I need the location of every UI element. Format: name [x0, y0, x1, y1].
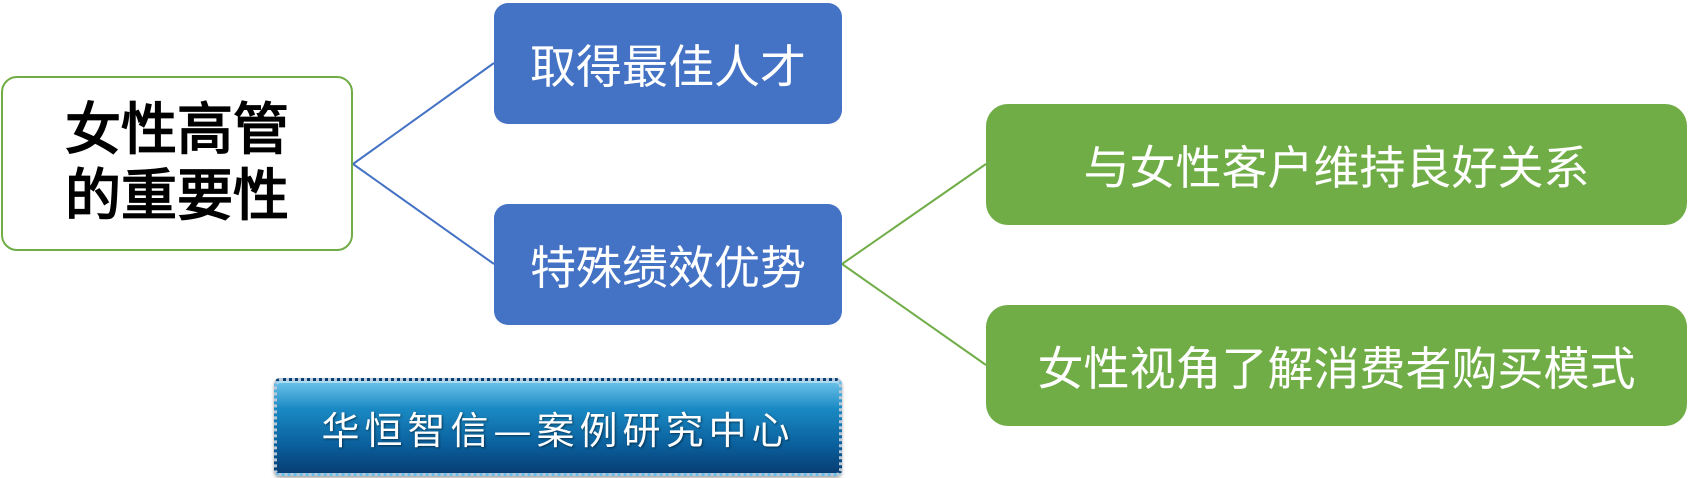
watermark-banner-label: 华恒智信—案例研究中心 — [321, 408, 795, 453]
root-node-label: 女性高管的重要性 — [65, 97, 289, 229]
node-customer-relations: 与女性客户维持良好关系 — [986, 104, 1687, 225]
node-best-talent: 取得最佳人才 — [494, 3, 842, 124]
connector-performance-to-customers — [841, 163, 987, 265]
node-performance-advantage: 特殊绩效优势 — [494, 204, 842, 325]
connector-performance-to-perspective — [841, 263, 987, 366]
node-customer-relations-label: 与女性客户维持良好关系 — [1083, 140, 1590, 195]
node-performance-advantage-label: 特殊绩效优势 — [530, 240, 806, 295]
node-consumer-perspective-label: 女性视角了解消费者购买模式 — [1037, 341, 1636, 396]
node-consumer-perspective: 女性视角了解消费者购买模式 — [986, 305, 1687, 426]
node-best-talent-label: 取得最佳人才 — [530, 39, 806, 94]
watermark-banner: 华恒智信—案例研究中心 — [274, 378, 842, 476]
root-node: 女性高管的重要性 — [1, 76, 353, 251]
connector-root-to-performance — [352, 163, 495, 265]
connector-root-to-talent — [352, 62, 495, 165]
